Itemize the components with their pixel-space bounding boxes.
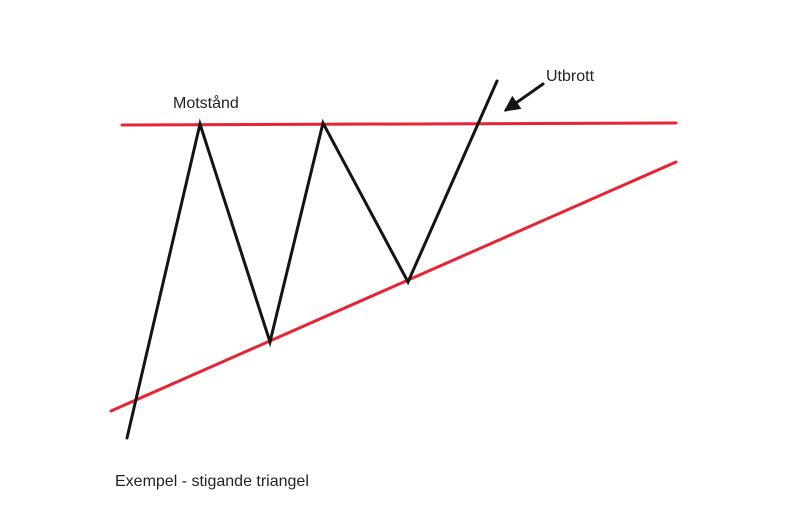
resistance-line [120, 121, 678, 127]
breakout-arrow [503, 82, 545, 112]
breakout-label: Utbrott [546, 68, 595, 85]
price-zigzag-line [125, 79, 499, 440]
caption-label: Exempel - stigande triangel [115, 473, 309, 490]
support-trendline [109, 160, 678, 413]
resistance-label: Motstånd [173, 94, 239, 112]
